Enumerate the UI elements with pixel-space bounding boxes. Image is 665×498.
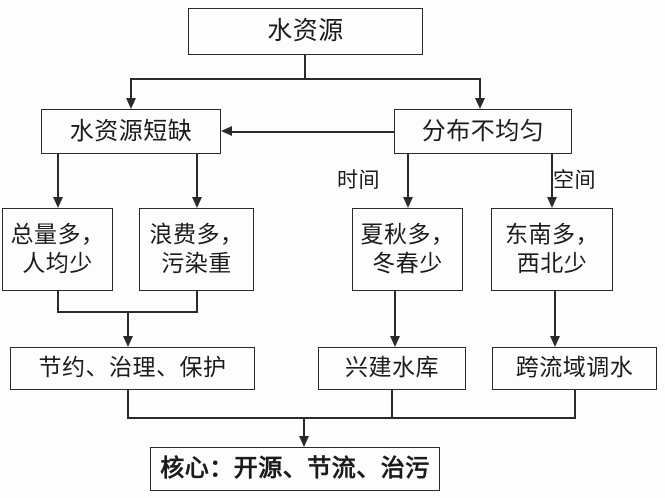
node-regional-variation: 东南多， 西北少 [491, 208, 613, 291]
node-water-shortage: 水资源短缺 [41, 109, 221, 154]
arrowhead-root-to-uneven [474, 98, 485, 109]
connector-waste-down [196, 291, 198, 312]
connector-transfer-down [574, 390, 576, 418]
node-water-resources: 水资源 [188, 8, 423, 55]
connector-build-down [391, 390, 393, 418]
arrowhead-season-to-build [389, 336, 400, 347]
connector-total-down [57, 291, 59, 312]
connector-root-to-shortage [130, 78, 132, 98]
connector-merge-to-save [127, 311, 129, 336]
arrowhead-shortage-to-total [52, 197, 63, 208]
node-core-strategy: 核心：开源、节流、治污 [150, 447, 440, 491]
connector-shortage-to-total [57, 154, 59, 197]
connector-uneven-to-season [407, 154, 409, 197]
arrowhead-bus-to-core [298, 436, 309, 447]
connector-bottom-bus [127, 417, 576, 419]
node-uneven-distribution: 分布不均匀 [394, 109, 572, 154]
arrowhead-region-to-transfer [549, 336, 560, 347]
arrowhead-root-to-shortage [125, 98, 136, 109]
connector-root-bus [130, 78, 480, 80]
node-build-reservoirs: 兴建水库 [318, 347, 466, 390]
arrowhead-shortage-to-waste [191, 197, 202, 208]
edge-label-space: 空间 [553, 168, 596, 192]
connector-root-to-uneven [479, 78, 481, 98]
node-seasonal-variation: 夏秋多， 冬春少 [352, 208, 463, 291]
node-waste-and-pollution: 浪费多， 污染重 [139, 208, 254, 291]
connector-season-to-build [394, 291, 396, 336]
connector-uneven-to-shortage [232, 131, 394, 133]
connector-uneven-to-region [551, 154, 553, 197]
connector-save-down [127, 390, 129, 418]
connector-region-to-transfer [554, 291, 556, 336]
connector-bus-to-core [303, 417, 305, 437]
node-large-total-low-percapita: 总量多， 人均少 [2, 208, 113, 291]
connector-shortage-to-waste [196, 154, 198, 197]
arrowhead-merge-to-save [122, 336, 133, 347]
node-interbasin-water-transfer: 跨流域调水 [492, 347, 657, 390]
arrowhead-uneven-to-region [546, 197, 557, 208]
arrowhead-uneven-to-shortage [221, 126, 232, 136]
connector-root-stem [304, 55, 306, 79]
node-conserve-manage-protect: 节约、治理、保护 [10, 347, 255, 390]
arrowhead-uneven-to-season [402, 197, 413, 208]
edge-label-time: 时间 [337, 168, 380, 192]
